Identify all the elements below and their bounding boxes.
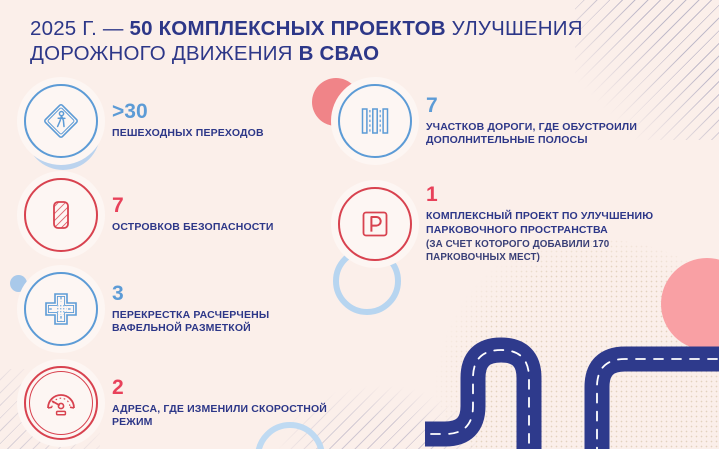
right-stat-column: 7 УЧАСТКОВ ДОРОГИ, ГДЕ ОБУСТРОИЛИ ДОПОЛН… bbox=[338, 84, 668, 264]
stat-number: 1 bbox=[426, 183, 438, 206]
icon-badge bbox=[24, 272, 98, 346]
icon-badge bbox=[24, 84, 98, 158]
stat-sublabel: (ЗА СЧЕТ КОТОРОГО ДОБАВИЛИ 170 ПАРКОВОЧН… bbox=[426, 239, 610, 263]
winding-road-illustration bbox=[425, 337, 719, 449]
title-highlight-district: В СВАО bbox=[298, 42, 380, 65]
stat-label: ПЕРЕКРЕСТКА РАСЧЕРЧЕНЫ ВАФЕЛЬНОЙ РАЗМЕТК… bbox=[112, 308, 270, 335]
stat-item-parking-project: 1 КОМПЛЕКСНЫЙ ПРОЕКТ ПО УЛУЧШЕНИЮ ПАРКОВ… bbox=[338, 184, 668, 264]
pink-circle-right bbox=[661, 258, 719, 350]
stat-number: 7 bbox=[426, 93, 438, 117]
dotted-texture-blob bbox=[429, 239, 719, 449]
stat-item-additional-lanes: 7 УЧАСТКОВ ДОРОГИ, ГДЕ ОБУСТРОИЛИ ДОПОЛН… bbox=[338, 84, 668, 158]
stat-label: КОМПЛЕКСНЫЙ ПРОЕКТ ПО УЛУЧШЕНИЮ ПАРКОВОЧ… bbox=[426, 210, 654, 236]
stat-number: 2 bbox=[112, 375, 124, 399]
stat-text: >30 ПЕШЕХОДНЫХ ПЕРЕХОДОВ bbox=[112, 101, 264, 141]
stat-number: 3 bbox=[112, 281, 124, 305]
stat-label: УЧАСТКОВ ДОРОГИ, ГДЕ ОБУСТРОИЛИ ДОПОЛНИТ… bbox=[426, 120, 638, 147]
stat-text: 7 УЧАСТКОВ ДОРОГИ, ГДЕ ОБУСТРОИЛИ ДОПОЛН… bbox=[426, 93, 668, 148]
title-highlight-projects: 50 КОМПЛЕКСНЫХ ПРОЕКТОВ bbox=[129, 17, 446, 40]
stat-item-waffle-marking: 3 ПЕРЕКРЕСТКА РАСЧЕРЧЕНЫ ВАФЕЛЬНОЙ РАЗМЕ… bbox=[24, 272, 334, 346]
icon-badge bbox=[338, 84, 412, 158]
stat-item-pedestrian-crossings: >30 ПЕШЕХОДНЫХ ПЕРЕХОДОВ bbox=[24, 84, 334, 158]
title-year-prefix: 2025 Г. — bbox=[30, 17, 130, 40]
icon-badge bbox=[338, 187, 412, 261]
stat-label: ПЕШЕХОДНЫХ ПЕРЕХОДОВ bbox=[112, 127, 264, 140]
stat-text: 1 КОМПЛЕКСНЫЙ ПРОЕКТ ПО УЛУЧШЕНИЮ ПАРКОВ… bbox=[426, 184, 668, 264]
stat-text: 3 ПЕРЕКРЕСТКА РАСЧЕРЧЕНЫ ВАФЕЛЬНОЙ РАЗМЕ… bbox=[112, 281, 334, 336]
stat-number: >30 bbox=[112, 100, 148, 124]
icon-badge bbox=[24, 366, 98, 440]
stat-label: ОСТРОВКОВ БЕЗОПАСНОСТИ bbox=[112, 221, 274, 234]
stat-text: 7 ОСТРОВКОВ БЕЗОПАСНОСТИ bbox=[112, 195, 274, 235]
road-lanes-icon bbox=[361, 108, 389, 134]
safety-island-icon bbox=[53, 201, 69, 229]
stat-text: 2 АДРЕСА, ГДЕ ИЗМЕНИЛИ СКОРОСТНОЙ РЕЖИМ bbox=[112, 375, 334, 430]
stat-item-safety-islands: 7 ОСТРОВКОВ БЕЗОПАСНОСТИ bbox=[24, 178, 334, 252]
speedometer-icon bbox=[47, 394, 75, 416]
crossroads-waffle-marking-icon bbox=[45, 293, 77, 325]
icon-badge bbox=[24, 178, 98, 252]
left-stat-column: >30 ПЕШЕХОДНЫХ ПЕРЕХОДОВ 7 ОСТРОВКОВ БЕЗ bbox=[24, 84, 334, 440]
stat-number: 7 bbox=[112, 194, 124, 218]
parking-sign-icon bbox=[362, 211, 388, 237]
page-title: 2025 Г. — 50 КОМПЛЕКСНЫХ ПРОЕКТОВ УЛУЧШЕ… bbox=[30, 16, 630, 66]
stat-label: АДРЕСА, ГДЕ ИЗМЕНИЛИ СКОРОСТНОЙ РЕЖИМ bbox=[112, 402, 327, 429]
pedestrian-crossing-sign-icon bbox=[44, 104, 78, 138]
stat-item-speed-limit-addresses: 2 АДРЕСА, ГДЕ ИЗМЕНИЛИ СКОРОСТНОЙ РЕЖИМ bbox=[24, 366, 334, 440]
title-middle: УЛУЧШЕНИЯ ДОРОЖНОГО ДВИЖЕНИЯ bbox=[30, 17, 583, 65]
